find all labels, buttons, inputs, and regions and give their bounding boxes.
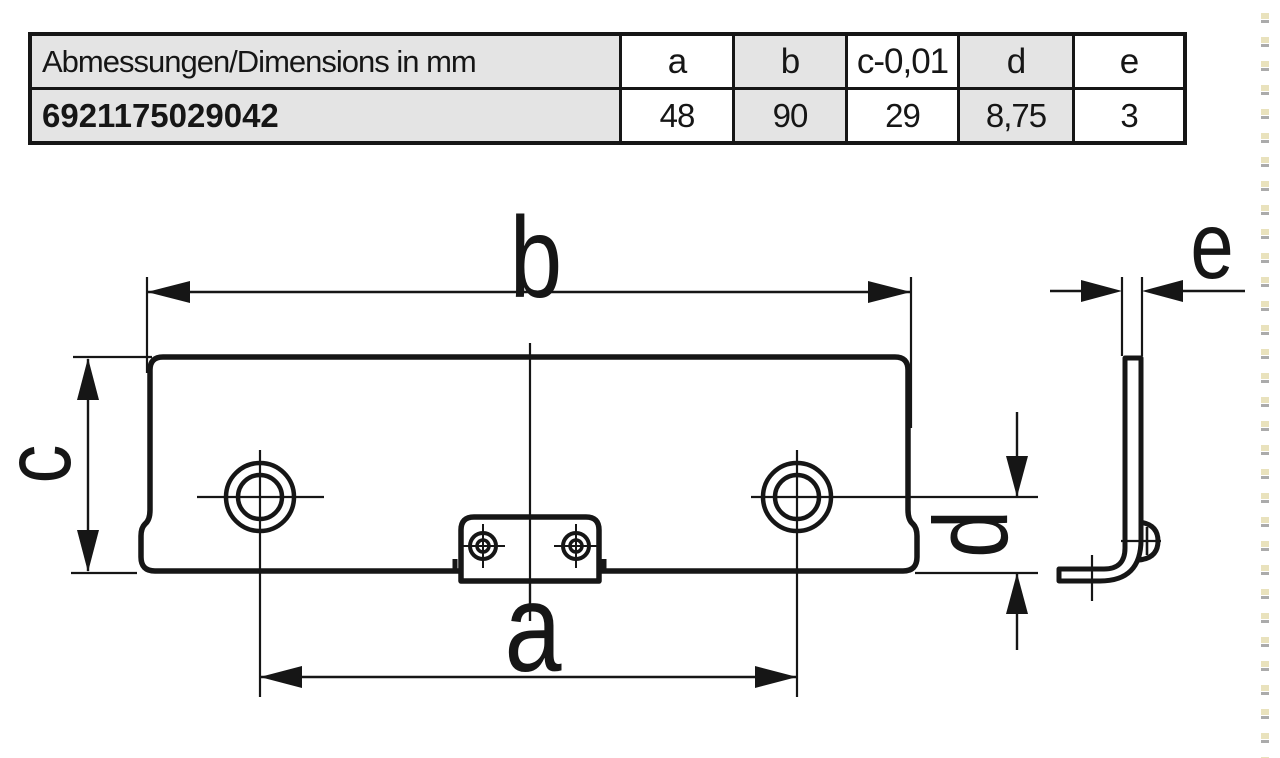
dimension-b: b	[145, 194, 913, 428]
value-a: 48	[622, 90, 732, 141]
table-title: Abmessungen/Dimensions in mm	[32, 36, 619, 87]
tab-hole-left	[461, 524, 505, 568]
dimension-c: c	[0, 355, 152, 575]
hole-left	[197, 450, 324, 697]
arrowhead-left	[260, 666, 302, 688]
dimension-d: d	[913, 412, 1038, 650]
arrowhead-left	[1142, 280, 1183, 302]
article-number: 6921175029042	[32, 90, 619, 141]
dim-label-a: a	[504, 559, 561, 698]
dim-label-c: c	[0, 445, 91, 484]
hole-right	[751, 450, 1038, 697]
arrowhead-right	[868, 281, 911, 303]
tab-hole-right	[554, 524, 598, 568]
dimension-e: e	[1050, 193, 1245, 356]
value-b: 90	[735, 90, 845, 141]
dimension-a: a	[260, 559, 797, 698]
arrowhead-down	[1006, 456, 1028, 497]
arrowhead-right	[1081, 280, 1122, 302]
arrowhead-up	[1006, 573, 1028, 614]
value-e: 3	[1075, 90, 1183, 141]
column-header-b: b	[735, 36, 845, 87]
column-header-e: e	[1075, 36, 1183, 87]
page-edge-perforation	[1261, 0, 1269, 758]
arrowhead-down	[77, 530, 99, 572]
arrowhead-up	[77, 358, 99, 400]
dim-label-e: e	[1190, 193, 1233, 299]
dimensions-table: Abmessungen/Dimensions in mm a b c-0,01 …	[28, 32, 1187, 145]
side-view: e	[1050, 193, 1245, 601]
arrowhead-right	[755, 666, 797, 688]
value-c: 29	[848, 90, 957, 141]
bracket-side-outline	[1056, 355, 1144, 584]
arrowhead-left	[147, 281, 190, 303]
value-d: 8,75	[960, 90, 1072, 141]
column-header-d: d	[960, 36, 1072, 87]
dim-label-d: d	[913, 510, 1030, 558]
mounting-tab	[452, 514, 607, 621]
dim-label-b: b	[510, 194, 562, 322]
column-header-c: c-0,01	[848, 36, 957, 87]
column-header-a: a	[622, 36, 732, 87]
